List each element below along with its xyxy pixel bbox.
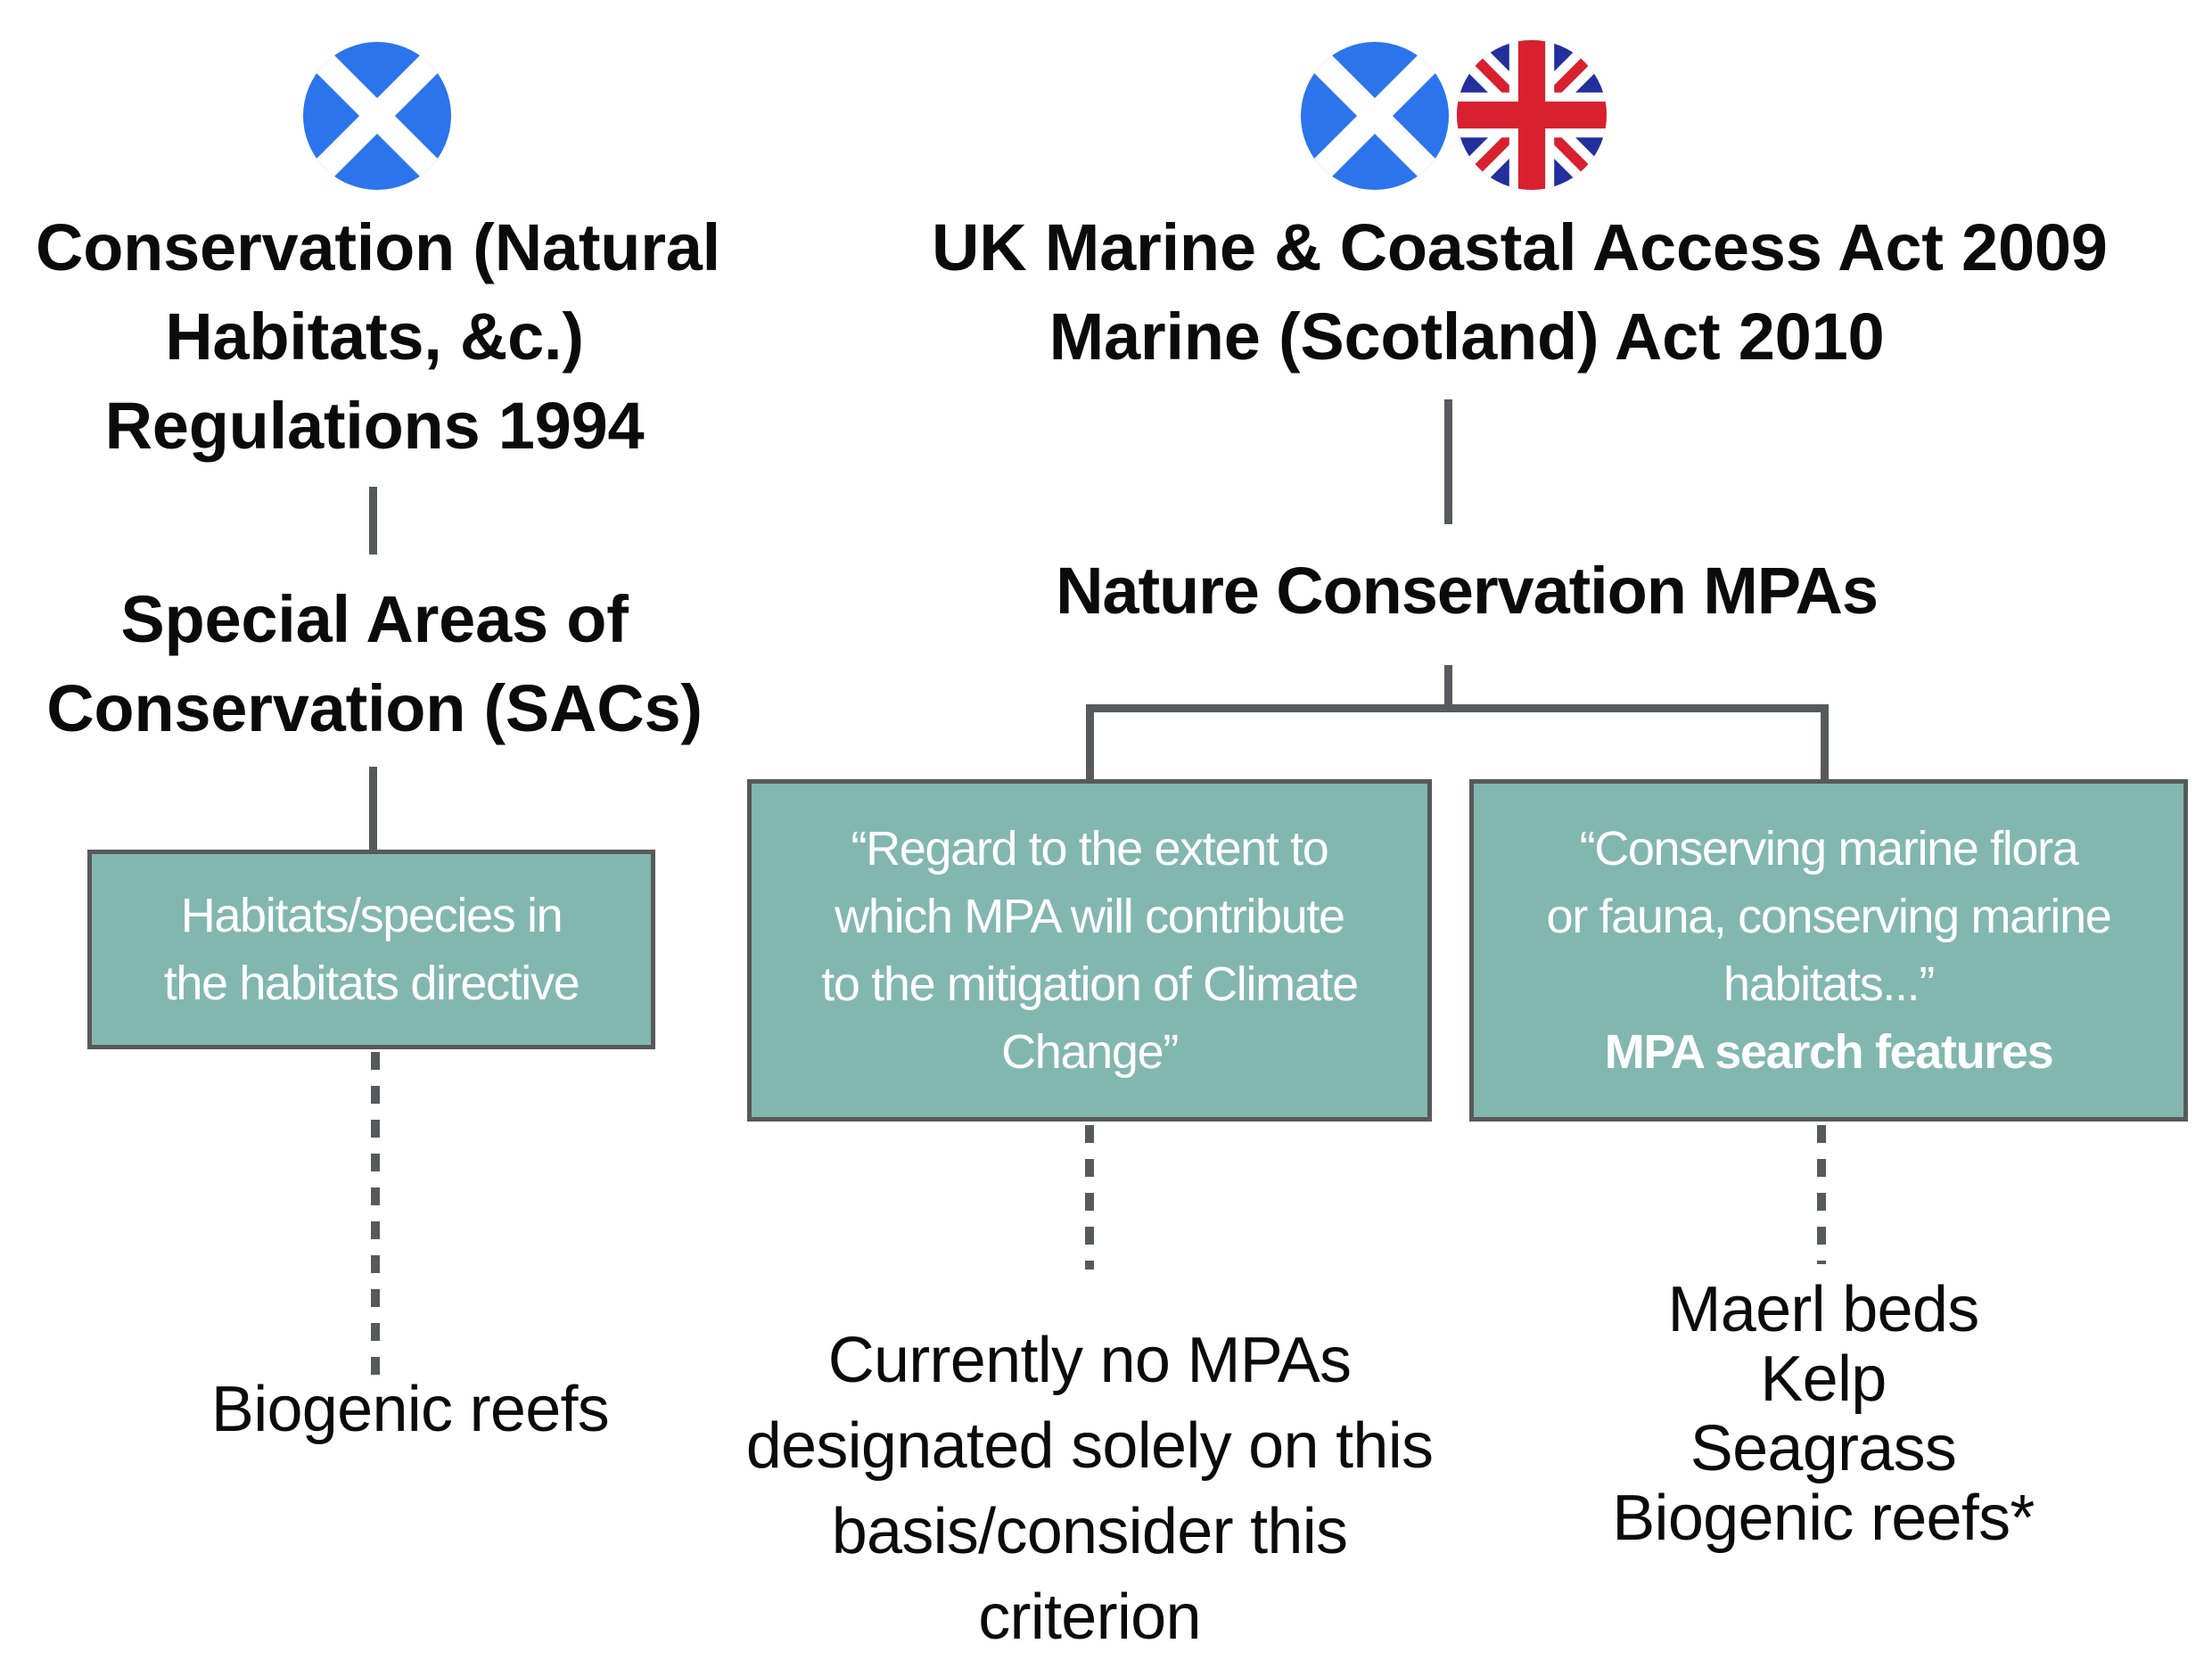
features-outcome-item: Kelp <box>1760 1344 1887 1415</box>
dashed-connector <box>1817 1125 1826 1264</box>
uk-flag-icon <box>1457 40 1607 190</box>
left-subtitle: Special Areas of Conservation (SACs) <box>36 575 713 753</box>
scotland-flag-icon <box>303 42 451 190</box>
right-subtitle: Nature Conservation MPAs <box>1056 554 1879 628</box>
mpa-search-features-box-line: habitats...” <box>1723 957 1935 1011</box>
branch-bar <box>1086 704 1829 712</box>
right-branch: UK Marine & Coastal Access Act 2009 Mari… <box>740 0 2212 1653</box>
left-subtitle-line: Special Areas of <box>120 582 629 656</box>
scotland-flag-icon <box>1301 42 1449 190</box>
dashed-connector <box>371 1052 380 1378</box>
climate-change-box: “Regard to the extent to which MPA will … <box>747 779 1432 1122</box>
features-outcome-item: Maerl beds <box>1667 1274 1980 1345</box>
climate-outcome-label: Currently no MPAs designated solely on t… <box>733 1318 1446 1660</box>
climate-outcome-line: designated solely on this <box>745 1410 1434 1482</box>
climate-change-box-line: “Regard to the extent to <box>851 822 1329 875</box>
left-title-line: Conservation (Natural <box>36 210 720 284</box>
dashed-connector <box>1085 1125 1094 1270</box>
mpa-search-features-box: “Conserving marine flora or fauna, conse… <box>1469 779 2188 1122</box>
connector-line <box>369 487 377 555</box>
connector-line <box>1444 399 1452 524</box>
left-subtitle-line: Conservation (SACs) <box>46 671 703 745</box>
climate-outcome-line: basis/consider this criterion <box>831 1496 1348 1653</box>
habitats-directive-box-line: Habitats/species in <box>180 889 563 942</box>
connector-line <box>1444 665 1452 708</box>
mpa-search-features-box-line: or fauna, conserving marine <box>1546 890 2112 943</box>
left-title-line: Habitats, &c.) <box>165 300 584 374</box>
climate-change-box-line: to the mitigation of Climate <box>821 957 1359 1011</box>
right-title-line: Marine (Scotland) Act 2010 <box>1048 300 1885 374</box>
left-outcome-label: Biogenic reefs <box>210 1374 610 1445</box>
features-outcome-item: Seagrass <box>1690 1413 1957 1484</box>
mpa-search-features-label: MPA search features <box>1604 1025 2054 1079</box>
climate-outcome-line: Currently no MPAs <box>827 1325 1352 1396</box>
climate-change-box-line: Change” <box>1001 1025 1179 1079</box>
connector-line <box>369 767 377 851</box>
features-outcome-item: Biogenic reefs* <box>1612 1483 2035 1554</box>
branch-elbow-right <box>1821 704 1829 779</box>
left-title: Conservation (Natural Habitats, &c.) Reg… <box>36 203 720 471</box>
right-title: UK Marine & Coastal Access Act 2009 Mari… <box>932 203 2108 382</box>
habitats-directive-box: Habitats/species in the habitats directi… <box>87 850 655 1049</box>
climate-change-box-line: which MPA will contribute <box>835 890 1345 943</box>
mpa-search-features-box-line: “Conserving marine flora <box>1579 822 2079 875</box>
habitats-directive-box-line: the habitats directive <box>163 957 580 1010</box>
right-title-line: UK Marine & Coastal Access Act 2009 <box>932 210 2108 284</box>
left-branch: Conservation (Natural Habitats, &c.) Reg… <box>0 0 740 1572</box>
branch-elbow-left <box>1086 704 1094 779</box>
features-outcome-list: Maerl beds Kelp Seagrass Biogenic reefs* <box>1467 1275 2180 1553</box>
left-title-line: Regulations 1994 <box>104 389 645 463</box>
